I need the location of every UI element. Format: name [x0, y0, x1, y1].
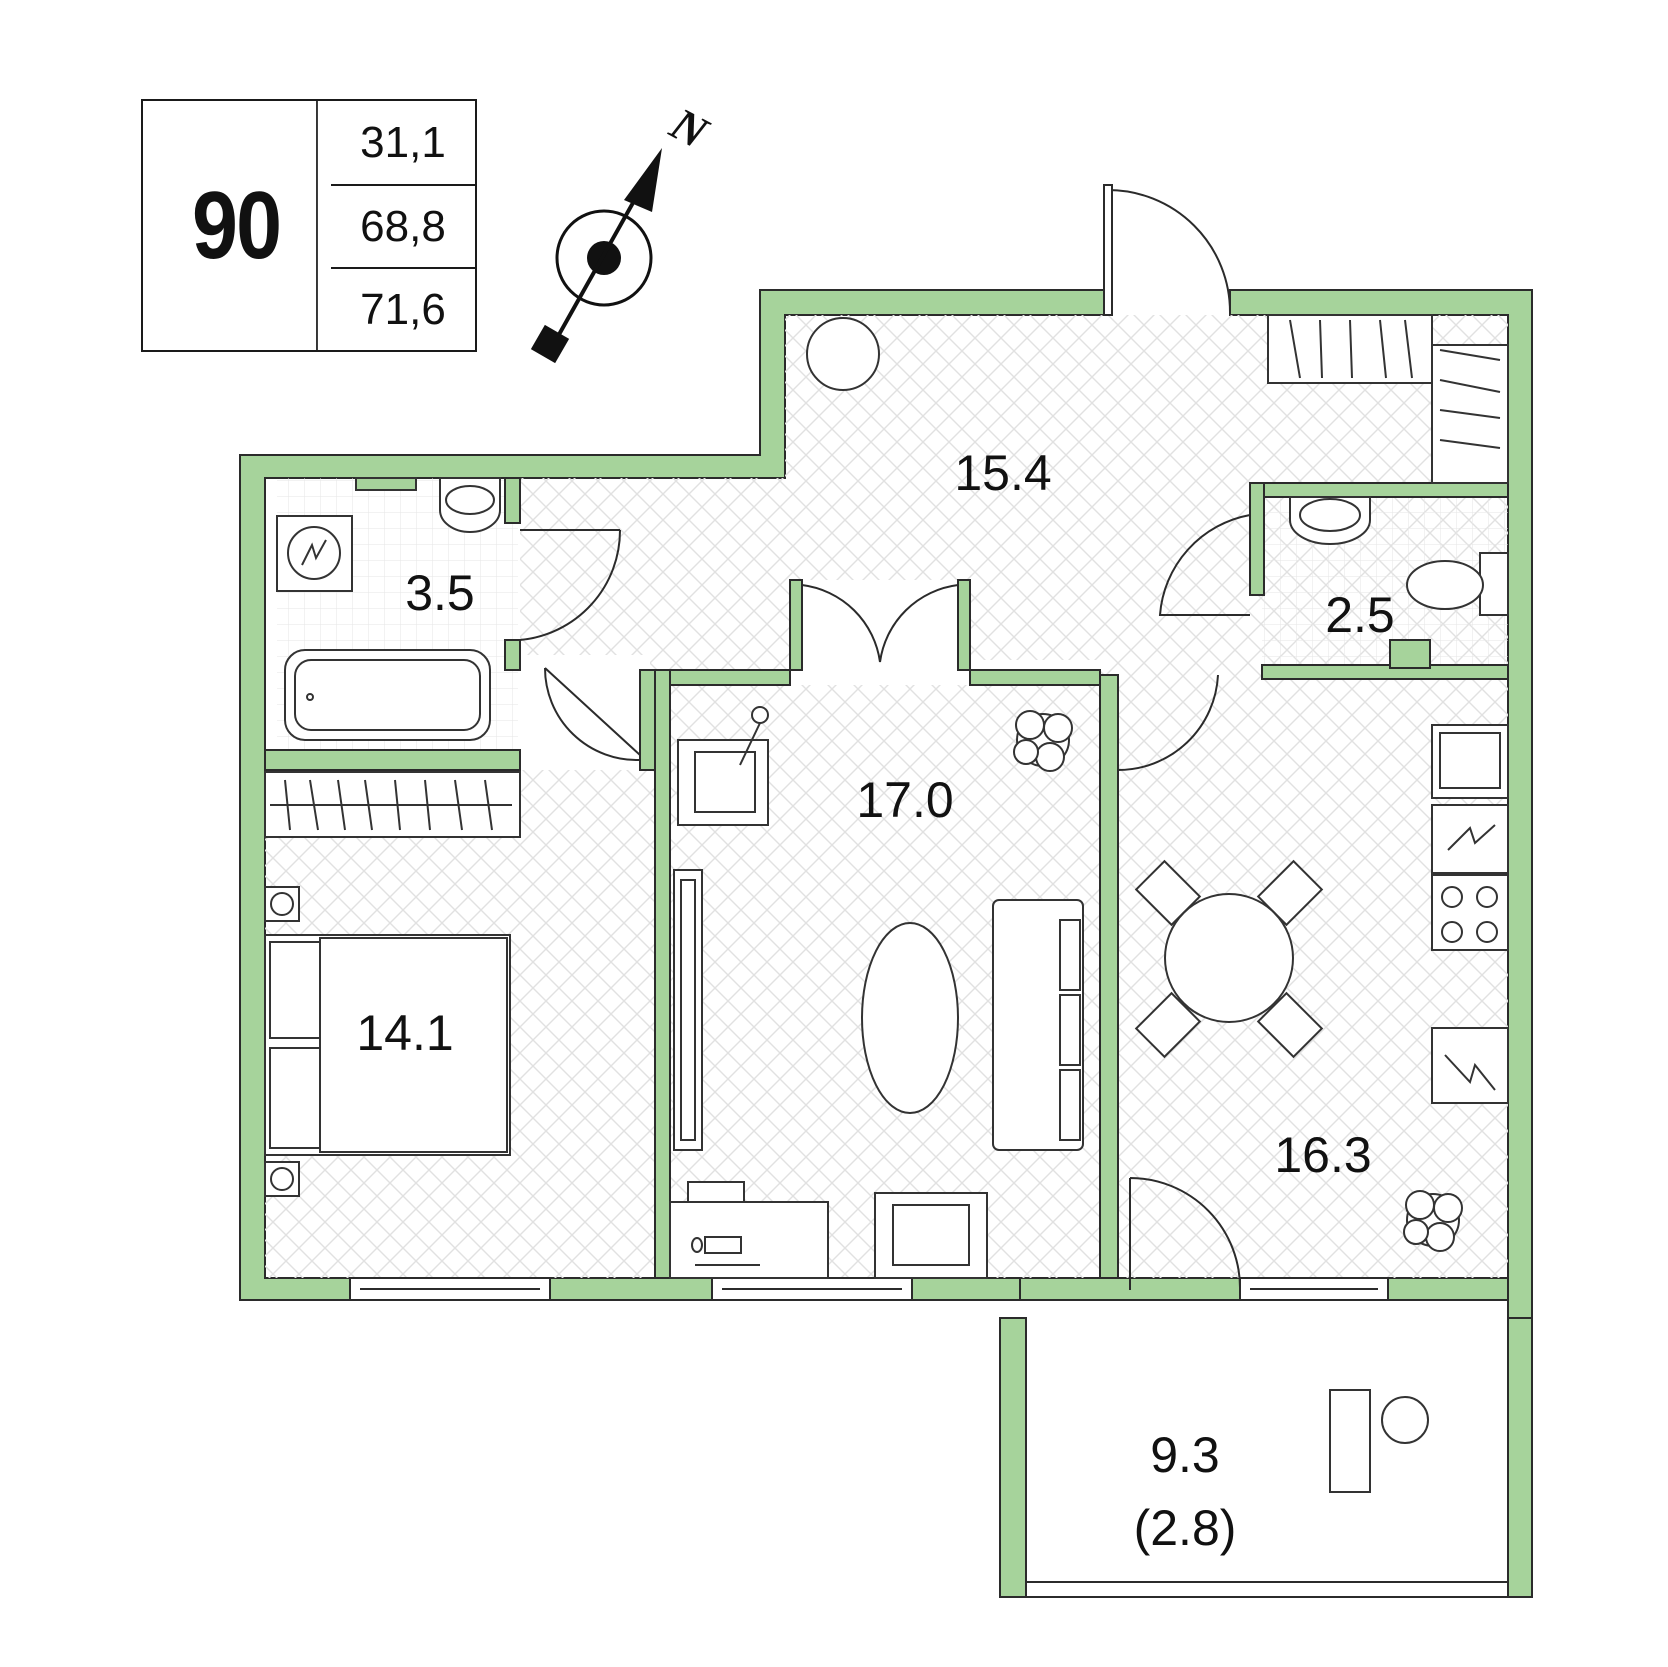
hallway-wardrobe: [1267, 314, 1509, 484]
wall-toilet-stub: [1389, 639, 1431, 669]
balcony-area-label: 9.3: [1150, 1427, 1220, 1483]
hallway-area-label: 15.4: [954, 445, 1051, 501]
bedroom-area-label: 14.1: [356, 1005, 453, 1061]
windows: [349, 1277, 1389, 1301]
bedroom-door: [544, 667, 641, 762]
keyboard-icon: [704, 1236, 742, 1254]
living-area-label: 17.0: [856, 772, 953, 828]
doors: [519, 184, 1251, 1291]
plant-kitchen-icon: [1403, 1190, 1463, 1252]
wall-toilet-left: [1249, 482, 1265, 596]
north-arrow-icon: [624, 148, 662, 212]
total-with-balcony-value: 71,6: [331, 267, 475, 350]
wall-bath-door-bottom: [504, 639, 521, 671]
wall-bath-door-top: [504, 477, 521, 524]
living-double-door: [801, 584, 959, 663]
kitchen-door: [1117, 674, 1219, 772]
kitchen-area-label: 16.3: [1274, 1127, 1371, 1183]
dining-set-icon: [1134, 859, 1324, 1059]
furniture: [264, 314, 1509, 1493]
south-marker-icon: [530, 324, 570, 364]
balcony-chair-icon: [1381, 1396, 1429, 1444]
balcony-reduced-area-label: (2.8): [1134, 1500, 1237, 1556]
balcony-wall-left: [999, 1317, 1027, 1598]
wall-bath-bedroom: [264, 749, 521, 771]
balcony-rail: [1025, 1581, 1509, 1598]
apartment-info-box: 90 31,1 68,8 71,6: [141, 99, 477, 352]
toilet-bowl-icon: [1406, 560, 1484, 610]
north-label: N: [662, 97, 718, 159]
compass-ring: [555, 209, 653, 307]
wall-bedroom-living: [654, 669, 671, 1279]
balcony-wall-right: [1507, 1317, 1533, 1598]
oven-icon: [1431, 804, 1509, 874]
interior-walls: [264, 477, 1509, 1279]
toilet-area-label: 2.5: [1325, 587, 1395, 643]
living-area-value: 31,1: [360, 117, 446, 167]
coffee-table-icon: [861, 922, 959, 1114]
wall-living-kitchen: [1099, 674, 1119, 1279]
apartment-number: 90: [156, 101, 318, 350]
mouse-icon: [691, 1237, 703, 1253]
wall-bedroom-door: [639, 669, 656, 771]
wall-living-door-right: [957, 579, 971, 671]
bathroom-door: [519, 529, 622, 641]
room-labels: 15.4 3.5 2.5 14.1 17.0 16.3 9.3 (2.8): [356, 445, 1394, 1556]
balcony-door: [1129, 1177, 1242, 1291]
balcony-table-icon: [1329, 1389, 1371, 1493]
wall-living-top-right: [969, 669, 1101, 686]
compass-needle: [550, 184, 645, 348]
wall-closet-toilet: [1249, 482, 1509, 498]
plant-living-icon: [1013, 710, 1073, 772]
round-table-icon: [806, 317, 880, 391]
toilet-door: [1158, 514, 1251, 616]
entrance-door: [1107, 189, 1231, 315]
area-list: 31,1 68,8 71,6: [331, 101, 475, 350]
wall-living-door-left: [789, 579, 803, 671]
bathroom-area-label: 3.5: [405, 565, 475, 621]
compass: N: [530, 97, 718, 364]
wall-living-top-left: [669, 669, 791, 686]
fridge-icon: [1431, 1027, 1509, 1104]
toilet-tank: [1479, 552, 1509, 616]
total-area-value: 68,8: [331, 184, 475, 267]
wall-toilet-kitchen: [1261, 664, 1509, 680]
